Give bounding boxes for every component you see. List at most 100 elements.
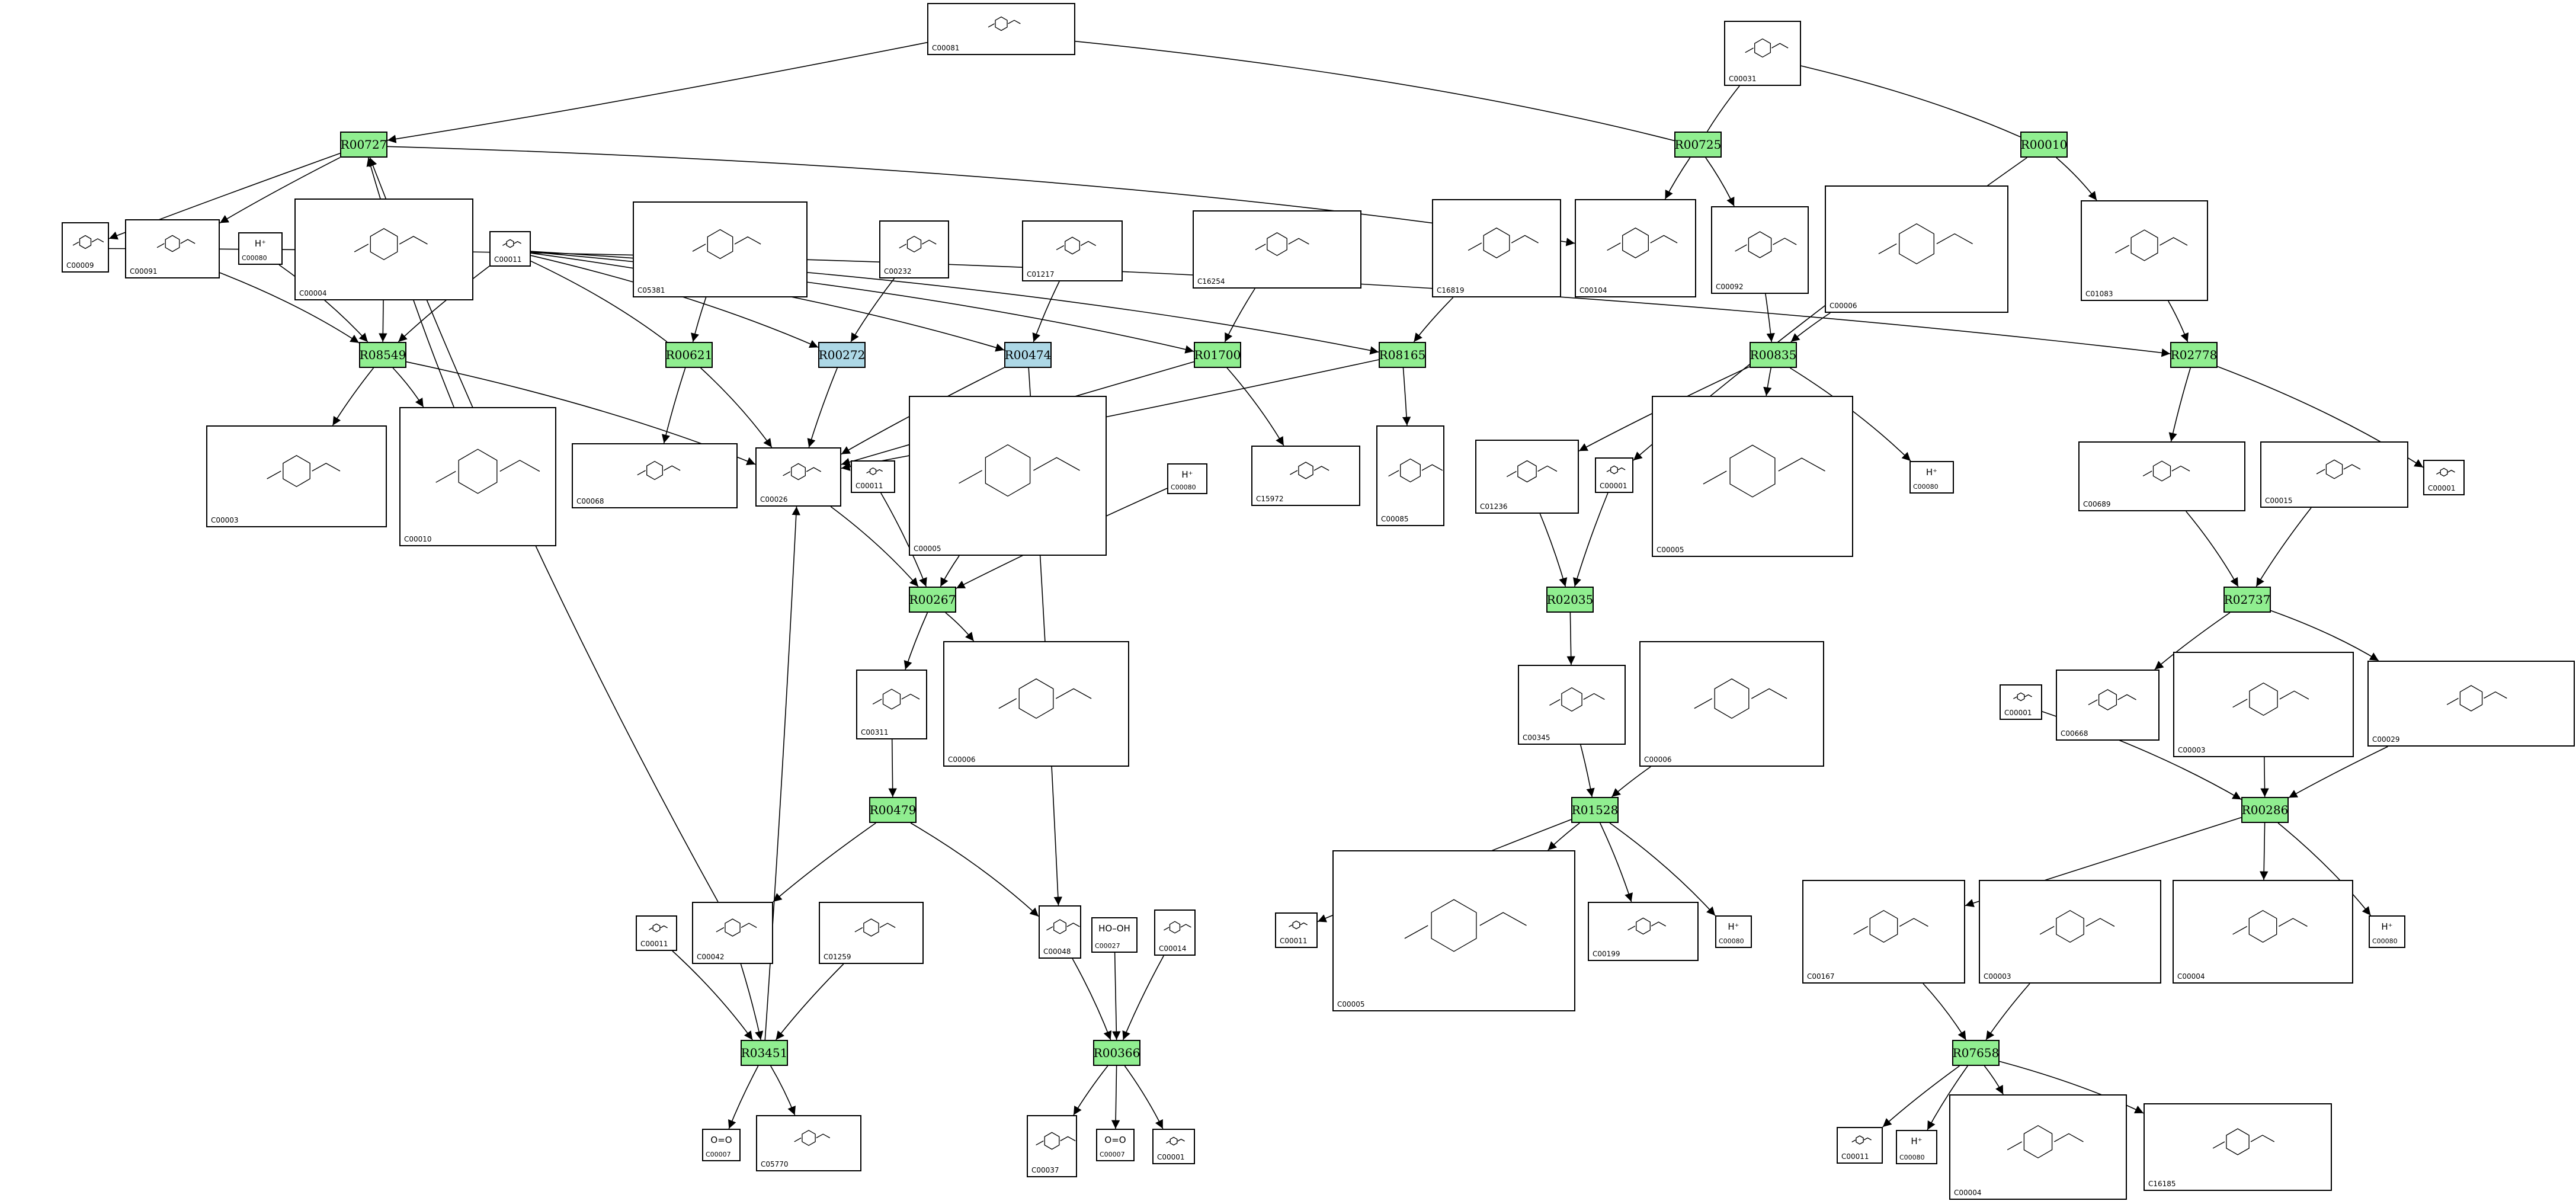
edge-c00006c-r01528 — [1611, 766, 1651, 798]
compound-node-c00080[interactable]: H⁺C00080 — [2369, 915, 2405, 948]
compound-node-c00080[interactable]: H⁺C00080 — [1715, 915, 1752, 948]
reaction-node-r08165[interactable]: R08165 — [1379, 342, 1426, 368]
reaction-node-r00835[interactable]: R00835 — [1750, 342, 1797, 368]
compound-node-c00004[interactable]: C00004 — [294, 198, 473, 300]
reaction-node-r00272[interactable]: R00272 — [818, 342, 866, 368]
structure-drawing — [716, 918, 757, 937]
reaction-node-r00286[interactable]: R00286 — [2241, 797, 2289, 823]
compound-node-c00010[interactable]: C00010 — [399, 407, 556, 546]
compound-node-c00014[interactable]: C00014 — [1154, 909, 1196, 956]
compound-node-c00042[interactable]: C00042 — [692, 902, 773, 964]
compound-node-c00029[interactable]: C00029 — [2367, 661, 2575, 747]
compound-node-c00015[interactable]: C00015 — [2260, 441, 2408, 508]
ring-shape — [79, 235, 92, 249]
compound-node-c00080[interactable]: H⁺C00080 — [238, 232, 283, 265]
compound-node-c00232[interactable]: C00232 — [879, 220, 949, 278]
compound-node-c00167[interactable]: C00167 — [1802, 880, 1965, 984]
reaction-label: R01700 — [1194, 348, 1241, 362]
compound-node-c16819[interactable]: C16819 — [1432, 199, 1561, 297]
compound-node-c00668[interactable]: C00668 — [2056, 670, 2160, 741]
compound-node-c00080[interactable]: H⁺C00080 — [1909, 461, 1954, 494]
compound-node-c00085[interactable]: C00085 — [1376, 425, 1444, 526]
bond-lines — [1164, 924, 1191, 931]
compound-node-c00005[interactable]: C00005 — [1652, 396, 1853, 557]
reaction-node-r00267[interactable]: R00267 — [909, 587, 956, 613]
reaction-node-r01528[interactable]: R01528 — [1571, 797, 1619, 823]
reaction-node-r00727[interactable]: R00727 — [340, 132, 387, 158]
compound-node-c00689[interactable]: C00689 — [2078, 441, 2245, 511]
compound-node-c00091[interactable]: C00091 — [125, 219, 220, 278]
compound-node-c00104[interactable]: C00104 — [1575, 199, 1696, 297]
compound-node-c00001[interactable]: C00001 — [1152, 1129, 1195, 1164]
reaction-node-r02035[interactable]: R02035 — [1546, 587, 1594, 613]
compound-node-c00199[interactable]: C00199 — [1588, 902, 1699, 961]
compound-node-c00081[interactable]: C00081 — [927, 3, 1075, 55]
reaction-node-r01700[interactable]: R01700 — [1194, 342, 1241, 368]
compound-node-c05381[interactable]: C05381 — [633, 201, 808, 297]
compound-node-c00080[interactable]: H⁺C00080 — [1167, 463, 1207, 494]
compound-node-c00311[interactable]: C00311 — [856, 670, 927, 739]
reaction-node-r00010[interactable]: R00010 — [2020, 132, 2068, 158]
compound-node-c00048[interactable]: C00048 — [1039, 905, 1081, 959]
compound-node-c00005[interactable]: C00005 — [909, 396, 1107, 556]
compound-id-label: C00003 — [211, 516, 239, 524]
compound-node-c05770[interactable]: C05770 — [756, 1115, 861, 1171]
ring-shape — [1431, 899, 1477, 952]
compound-node-c00006[interactable]: C00006 — [943, 641, 1129, 767]
compound-node-c01217[interactable]: C01217 — [1022, 220, 1123, 281]
compound-node-c00068[interactable]: C00068 — [572, 443, 738, 508]
compound-node-c15972[interactable]: C15972 — [1251, 446, 1360, 506]
compound-node-c00004[interactable]: C00004 — [2173, 880, 2353, 984]
compound-id-label: C00004 — [299, 289, 327, 297]
compound-node-c00006[interactable]: C00006 — [1639, 641, 1824, 767]
ring-shape — [2152, 460, 2171, 482]
compound-node-c01259[interactable]: C01259 — [819, 902, 924, 964]
compound-node-c01083[interactable]: C01083 — [2081, 200, 2208, 301]
ring-shape — [2098, 689, 2117, 710]
edge-c01236b-r02035 — [1573, 492, 1609, 587]
reaction-node-r00479[interactable]: R00479 — [869, 797, 917, 823]
compound-node-c00003[interactable]: C00003 — [206, 425, 387, 527]
compound-id-label: C00689 — [2083, 500, 2111, 508]
compound-node-c16185[interactable]: C16185 — [2144, 1103, 2332, 1191]
compound-node-c00011[interactable]: C00011 — [851, 460, 895, 493]
compound-node-c00001[interactable]: C00001 — [2423, 460, 2465, 495]
reaction-node-r08549[interactable]: R08549 — [359, 342, 406, 368]
bond-lines — [2007, 1133, 2084, 1151]
compound-node-c00011[interactable]: C00011 — [1837, 1127, 1883, 1164]
compound-node-c00001[interactable]: C00001 — [1595, 457, 1633, 493]
reaction-node-r02737[interactable]: R02737 — [2223, 587, 2271, 613]
reaction-node-r03451[interactable]: R03451 — [741, 1040, 788, 1066]
compound-node-c00005[interactable]: C00005 — [1332, 850, 1575, 1011]
compound-node-c00080[interactable]: H⁺C00080 — [1896, 1130, 1937, 1164]
compound-node-c00092[interactable]: C00092 — [1711, 206, 1809, 294]
reaction-node-r00366[interactable]: R00366 — [1093, 1040, 1140, 1066]
compound-node-c00026[interactable]: C00026 — [755, 447, 841, 507]
compound-node-c00345[interactable]: C00345 — [1518, 665, 1626, 745]
compound-node-c00003[interactable]: C00003 — [2173, 652, 2354, 757]
compound-node-c00037[interactable]: C00037 — [1027, 1115, 1077, 1177]
reaction-node-r00474[interactable]: R00474 — [1004, 342, 1052, 368]
compound-node-c00004[interactable]: C00004 — [1949, 1094, 2127, 1200]
compound-node-c00011[interactable]: C00011 — [489, 231, 531, 267]
reaction-node-r07658[interactable]: R07658 — [1952, 1040, 2000, 1066]
compound-node-c01236[interactable]: C01236 — [1475, 440, 1579, 514]
compound-node-c00011[interactable]: C00011 — [1275, 912, 1318, 948]
compound-node-c00003[interactable]: C00003 — [1979, 880, 2161, 984]
edge-r02737-c00029 — [2270, 610, 2379, 661]
edge-c00027-r00366 — [1112, 952, 1121, 1040]
compound-node-c00009[interactable]: C00009 — [62, 222, 109, 273]
reaction-node-r00725[interactable]: R00725 — [1674, 132, 1722, 158]
compound-node-c00011[interactable]: C00011 — [636, 915, 677, 951]
compound-node-c00031[interactable]: C00031 — [1724, 21, 1801, 86]
compound-node-c00001[interactable]: C00001 — [2000, 684, 2042, 720]
compound-id-label: C00080 — [1899, 1154, 1925, 1161]
compound-node-c16254[interactable]: C16254 — [1193, 210, 1361, 289]
compound-node-c00006[interactable]: C00006 — [1825, 185, 2008, 313]
ring-shape — [2440, 467, 2448, 477]
reaction-node-r02778[interactable]: R02778 — [2170, 342, 2218, 368]
reaction-node-r00621[interactable]: R00621 — [665, 342, 713, 368]
